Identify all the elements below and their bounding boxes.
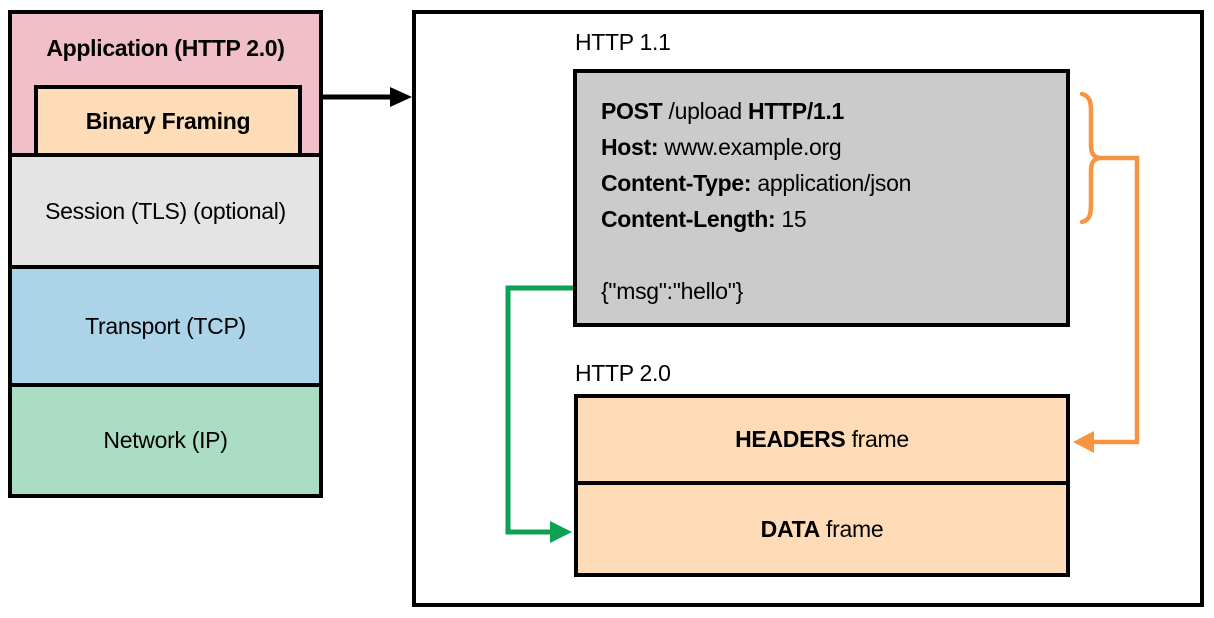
stack-to-panel-arrowhead-icon	[390, 87, 412, 107]
header-name: Content-Length:	[601, 206, 776, 232]
header-name: Content-Type:	[601, 170, 752, 196]
layer-application-label: Application (HTTP 2.0)	[46, 34, 285, 61]
header-value: www.example.org	[658, 134, 842, 160]
binary-framing-label: Binary Framing	[85, 107, 251, 134]
data-frame-label: DATA frame	[761, 516, 884, 543]
layer-application-label-wrap: Application (HTTP 2.0)	[12, 14, 319, 82]
request-method: POST	[601, 98, 663, 124]
data-frame-box: DATA frame	[574, 481, 1070, 577]
layer-session: Session (TLS) (optional)	[8, 153, 323, 269]
http2-section-label: HTTP 2.0	[575, 360, 671, 386]
layer-network: Network (IP)	[8, 383, 323, 498]
layer-network-label: Network (IP)	[103, 427, 228, 453]
header-name: Host:	[601, 134, 659, 160]
data-frame-label-bold: DATA	[760, 515, 821, 542]
layer-session-label: Session (TLS) (optional)	[45, 197, 286, 224]
request-target: /upload	[662, 98, 748, 124]
headers-frame-label-bold: HEADERS	[735, 426, 846, 452]
headers-frame-label: HEADERS frame	[735, 426, 909, 453]
headers-frame-label-rest: frame	[845, 426, 910, 452]
headers-frame-box: HEADERS frame	[574, 394, 1070, 485]
layer-transport-label: Transport (TCP)	[85, 312, 246, 339]
header-value: 15	[775, 206, 807, 232]
http11-request-box: POST /upload HTTP/1.1 Host: www.example.…	[573, 69, 1070, 327]
request-body: {"msg":"hello"}	[601, 278, 743, 304]
header-value: application/json	[751, 170, 912, 196]
request-header-content-length: Content-Length: 15	[601, 201, 1066, 237]
layer-transport: Transport (TCP)	[8, 265, 323, 387]
layer-application: Application (HTTP 2.0) Binary Framing	[8, 10, 323, 157]
binary-framing-box: Binary Framing	[34, 85, 302, 157]
data-frame-label-rest: frame	[819, 515, 884, 542]
request-header-content-type: Content-Type: application/json	[601, 165, 1066, 201]
request-version: HTTP/1.1	[747, 98, 844, 124]
request-header-host: Host: www.example.org	[601, 129, 1066, 165]
http11-section-label: HTTP 1.1	[575, 29, 671, 55]
protocol-stack: Application (HTTP 2.0) Binary Framing Se…	[8, 10, 323, 498]
request-start-line: POST /upload HTTP/1.1	[601, 93, 1066, 129]
request-blank-line	[601, 237, 1066, 273]
